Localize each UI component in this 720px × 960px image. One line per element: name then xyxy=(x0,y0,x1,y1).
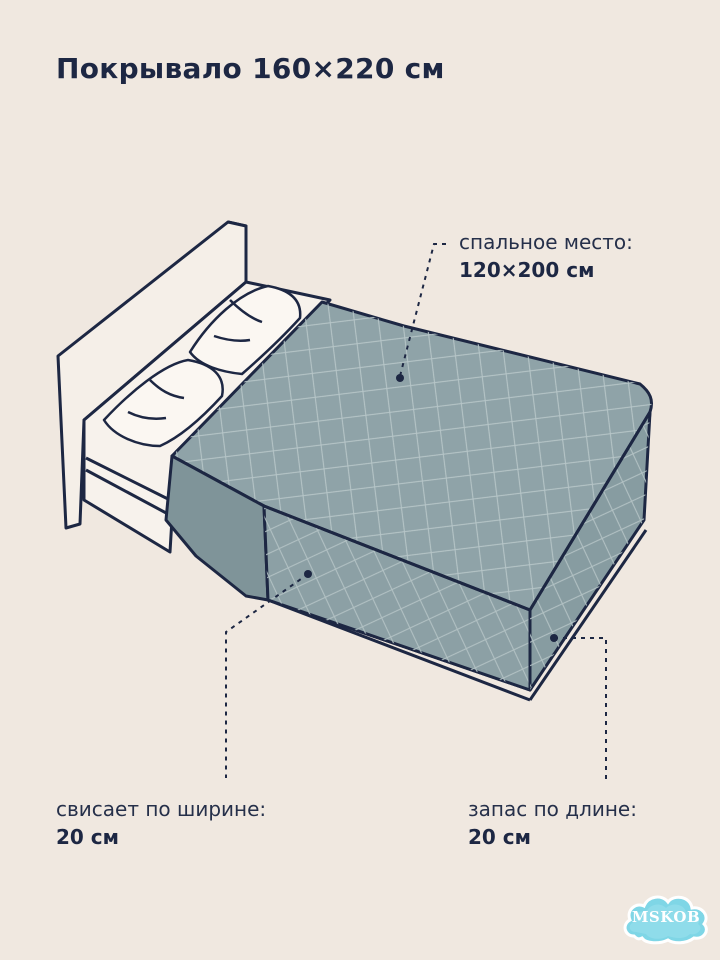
side-overhang-label: свисает по ширине: 20 см xyxy=(56,795,266,851)
pointer-dot-side-overhang xyxy=(304,570,312,578)
length-allowance-caption: запас по длине: xyxy=(468,797,637,821)
logo-text: MSKOB xyxy=(631,908,701,926)
blanket xyxy=(164,300,654,692)
cloud-icon xyxy=(623,895,708,945)
bed-base xyxy=(267,529,648,702)
length-allowance-value: 20 см xyxy=(468,825,531,849)
pillow-back xyxy=(188,284,302,376)
side-overhang-value: 20 см xyxy=(56,825,119,849)
length-allowance-label: запас по длине: 20 см xyxy=(468,795,637,851)
side-overhang-caption: свисает по ширине: xyxy=(56,797,267,821)
pointer-dot-length-allowance xyxy=(550,634,558,642)
page-title: Покрывало 160×220 см xyxy=(56,52,445,85)
pointer-dot-sleeping-area xyxy=(396,374,404,382)
pointer-length-allowance xyxy=(554,637,607,782)
sleeping-area-caption: спальное место: xyxy=(459,230,633,254)
sleeping-area-label: спальное место: 120×200 см xyxy=(459,228,633,284)
brand-logo: MSKOB xyxy=(620,888,712,948)
pointer-side-overhang xyxy=(225,573,309,778)
pointer-sleeping-area xyxy=(399,243,446,377)
sleeping-area-value: 120×200 см xyxy=(459,258,595,282)
pillow-front xyxy=(102,358,224,448)
